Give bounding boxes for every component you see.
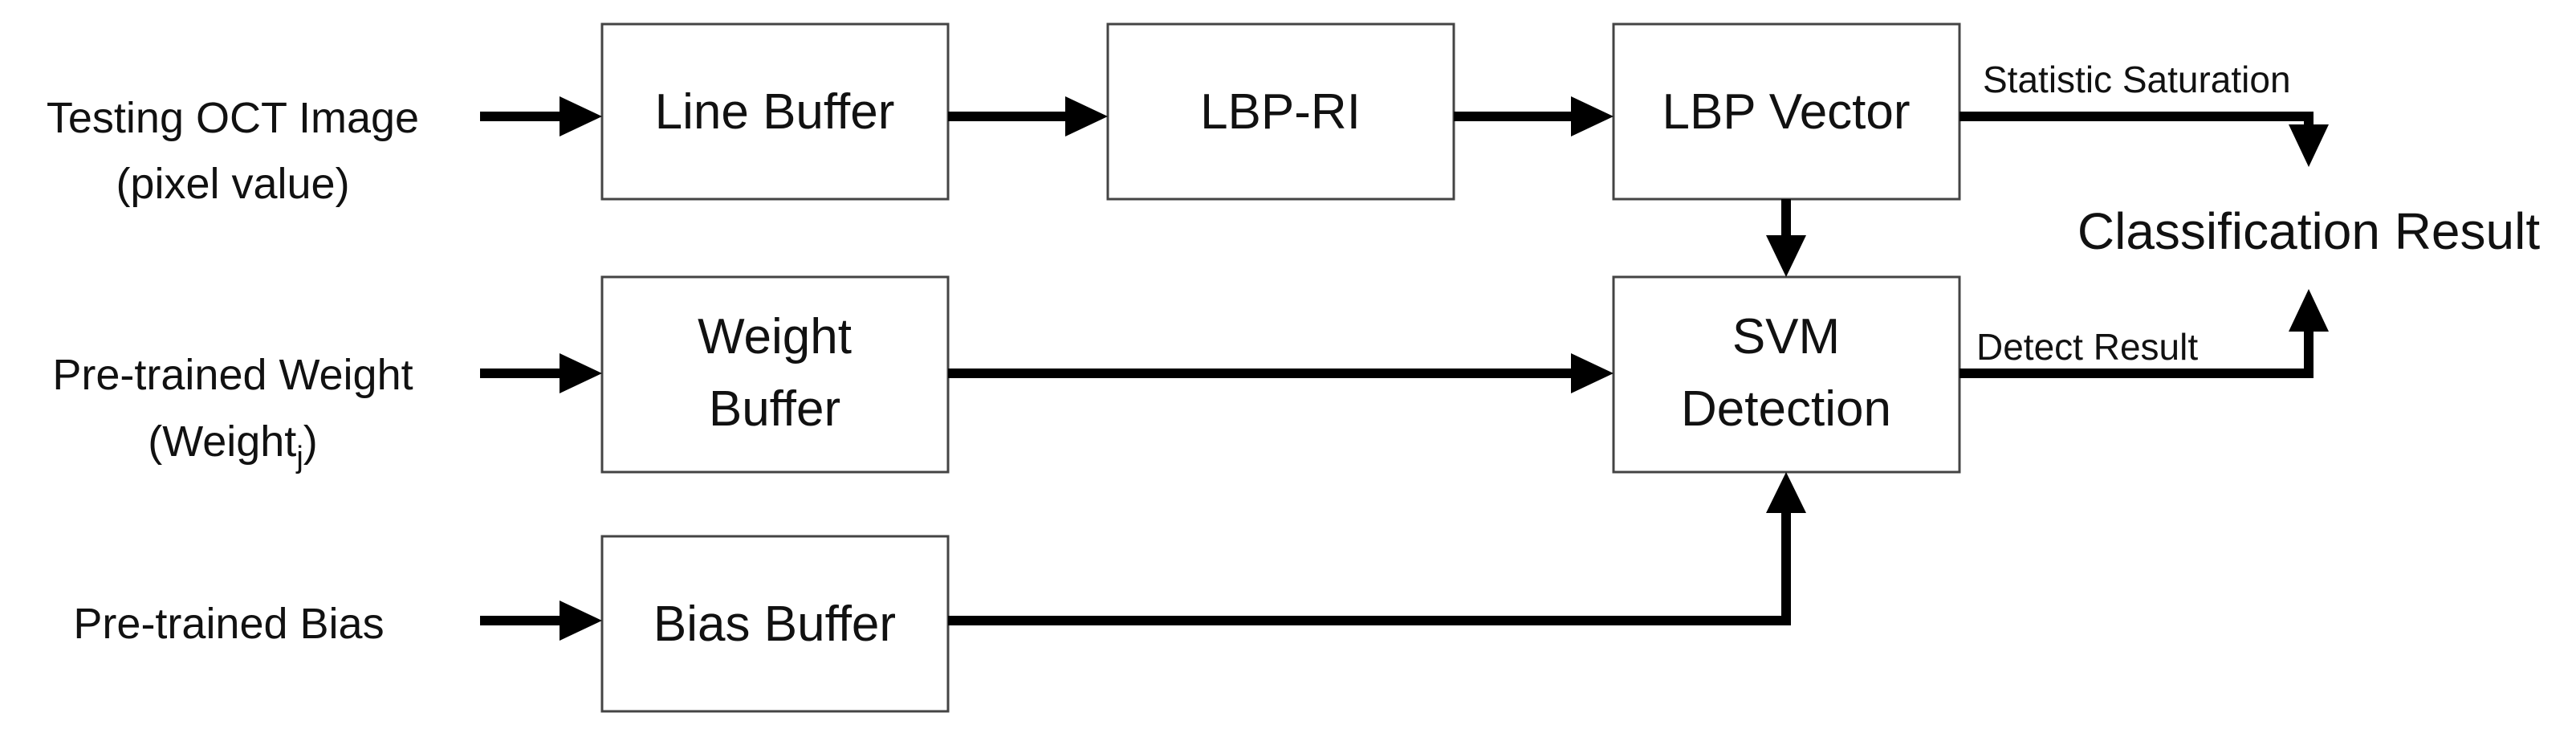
input-testing-oct-image-line1: Testing OCT Image [47, 94, 419, 142]
arrow-bias-input-to-bias-buffer [480, 601, 602, 641]
detect-result-label: Detect Result [1976, 326, 2198, 368]
lbp-vector-block [1612, 22, 1961, 201]
svm-detection-block [1612, 275, 1961, 474]
svm-detection-label-line1: SVM [1732, 309, 1840, 364]
arrow-weight-input-to-weight-buffer [480, 353, 602, 393]
arrow-image-to-line-buffer [480, 96, 602, 136]
weight-buffer-label-line2: Buffer [709, 381, 840, 437]
arrow-weight-buffer-to-svm [948, 353, 1614, 393]
weight-suffix: ) [303, 417, 318, 466]
weight-prefix: (Weight [148, 417, 296, 466]
input-pretrained-weight: Pre-trained Weight (Weightj) [52, 351, 413, 474]
arrow-statistic-saturation-to-result [1959, 112, 2329, 167]
input-pretrained-weight-line2: (Weightj) [148, 417, 318, 474]
arrow-detect-result-to-result [1959, 289, 2329, 378]
arrow-lbp-ri-to-lbp-vector [1454, 96, 1614, 136]
bias-buffer-block [600, 535, 950, 713]
classification-result-label: Classification Result [2077, 202, 2540, 260]
input-pretrained-bias: Pre-trained Bias [73, 600, 384, 648]
weight-buffer-label-line1: Weight [698, 309, 852, 364]
line-buffer-label: Line Buffer [655, 84, 895, 140]
input-testing-oct-image-line2: (pixel value) [116, 160, 349, 208]
line-buffer-block [600, 22, 950, 201]
lbp-ri-block [1106, 22, 1455, 201]
arrow-bias-buffer-to-svm [948, 472, 1806, 625]
input-pretrained-weight-line1: Pre-trained Weight [52, 351, 413, 399]
input-pretrained-bias-line1: Pre-trained Bias [73, 600, 384, 648]
weight-subscript: j [295, 441, 303, 474]
bias-buffer-label: Bias Buffer [653, 597, 896, 652]
lbp-vector-label: LBP Vector [1662, 84, 1910, 140]
statistic-saturation-label: Statistic Saturation [1983, 59, 2291, 100]
svm-detection-label-line2: Detection [1681, 381, 1891, 437]
arrow-lbp-vector-to-svm [1766, 199, 1806, 277]
weight-buffer-block [600, 275, 950, 474]
input-testing-oct-image: Testing OCT Image (pixel value) [47, 94, 419, 208]
lbp-ri-label: LBP-RI [1200, 84, 1361, 140]
arrow-line-buffer-to-lbp-ri [948, 96, 1108, 136]
